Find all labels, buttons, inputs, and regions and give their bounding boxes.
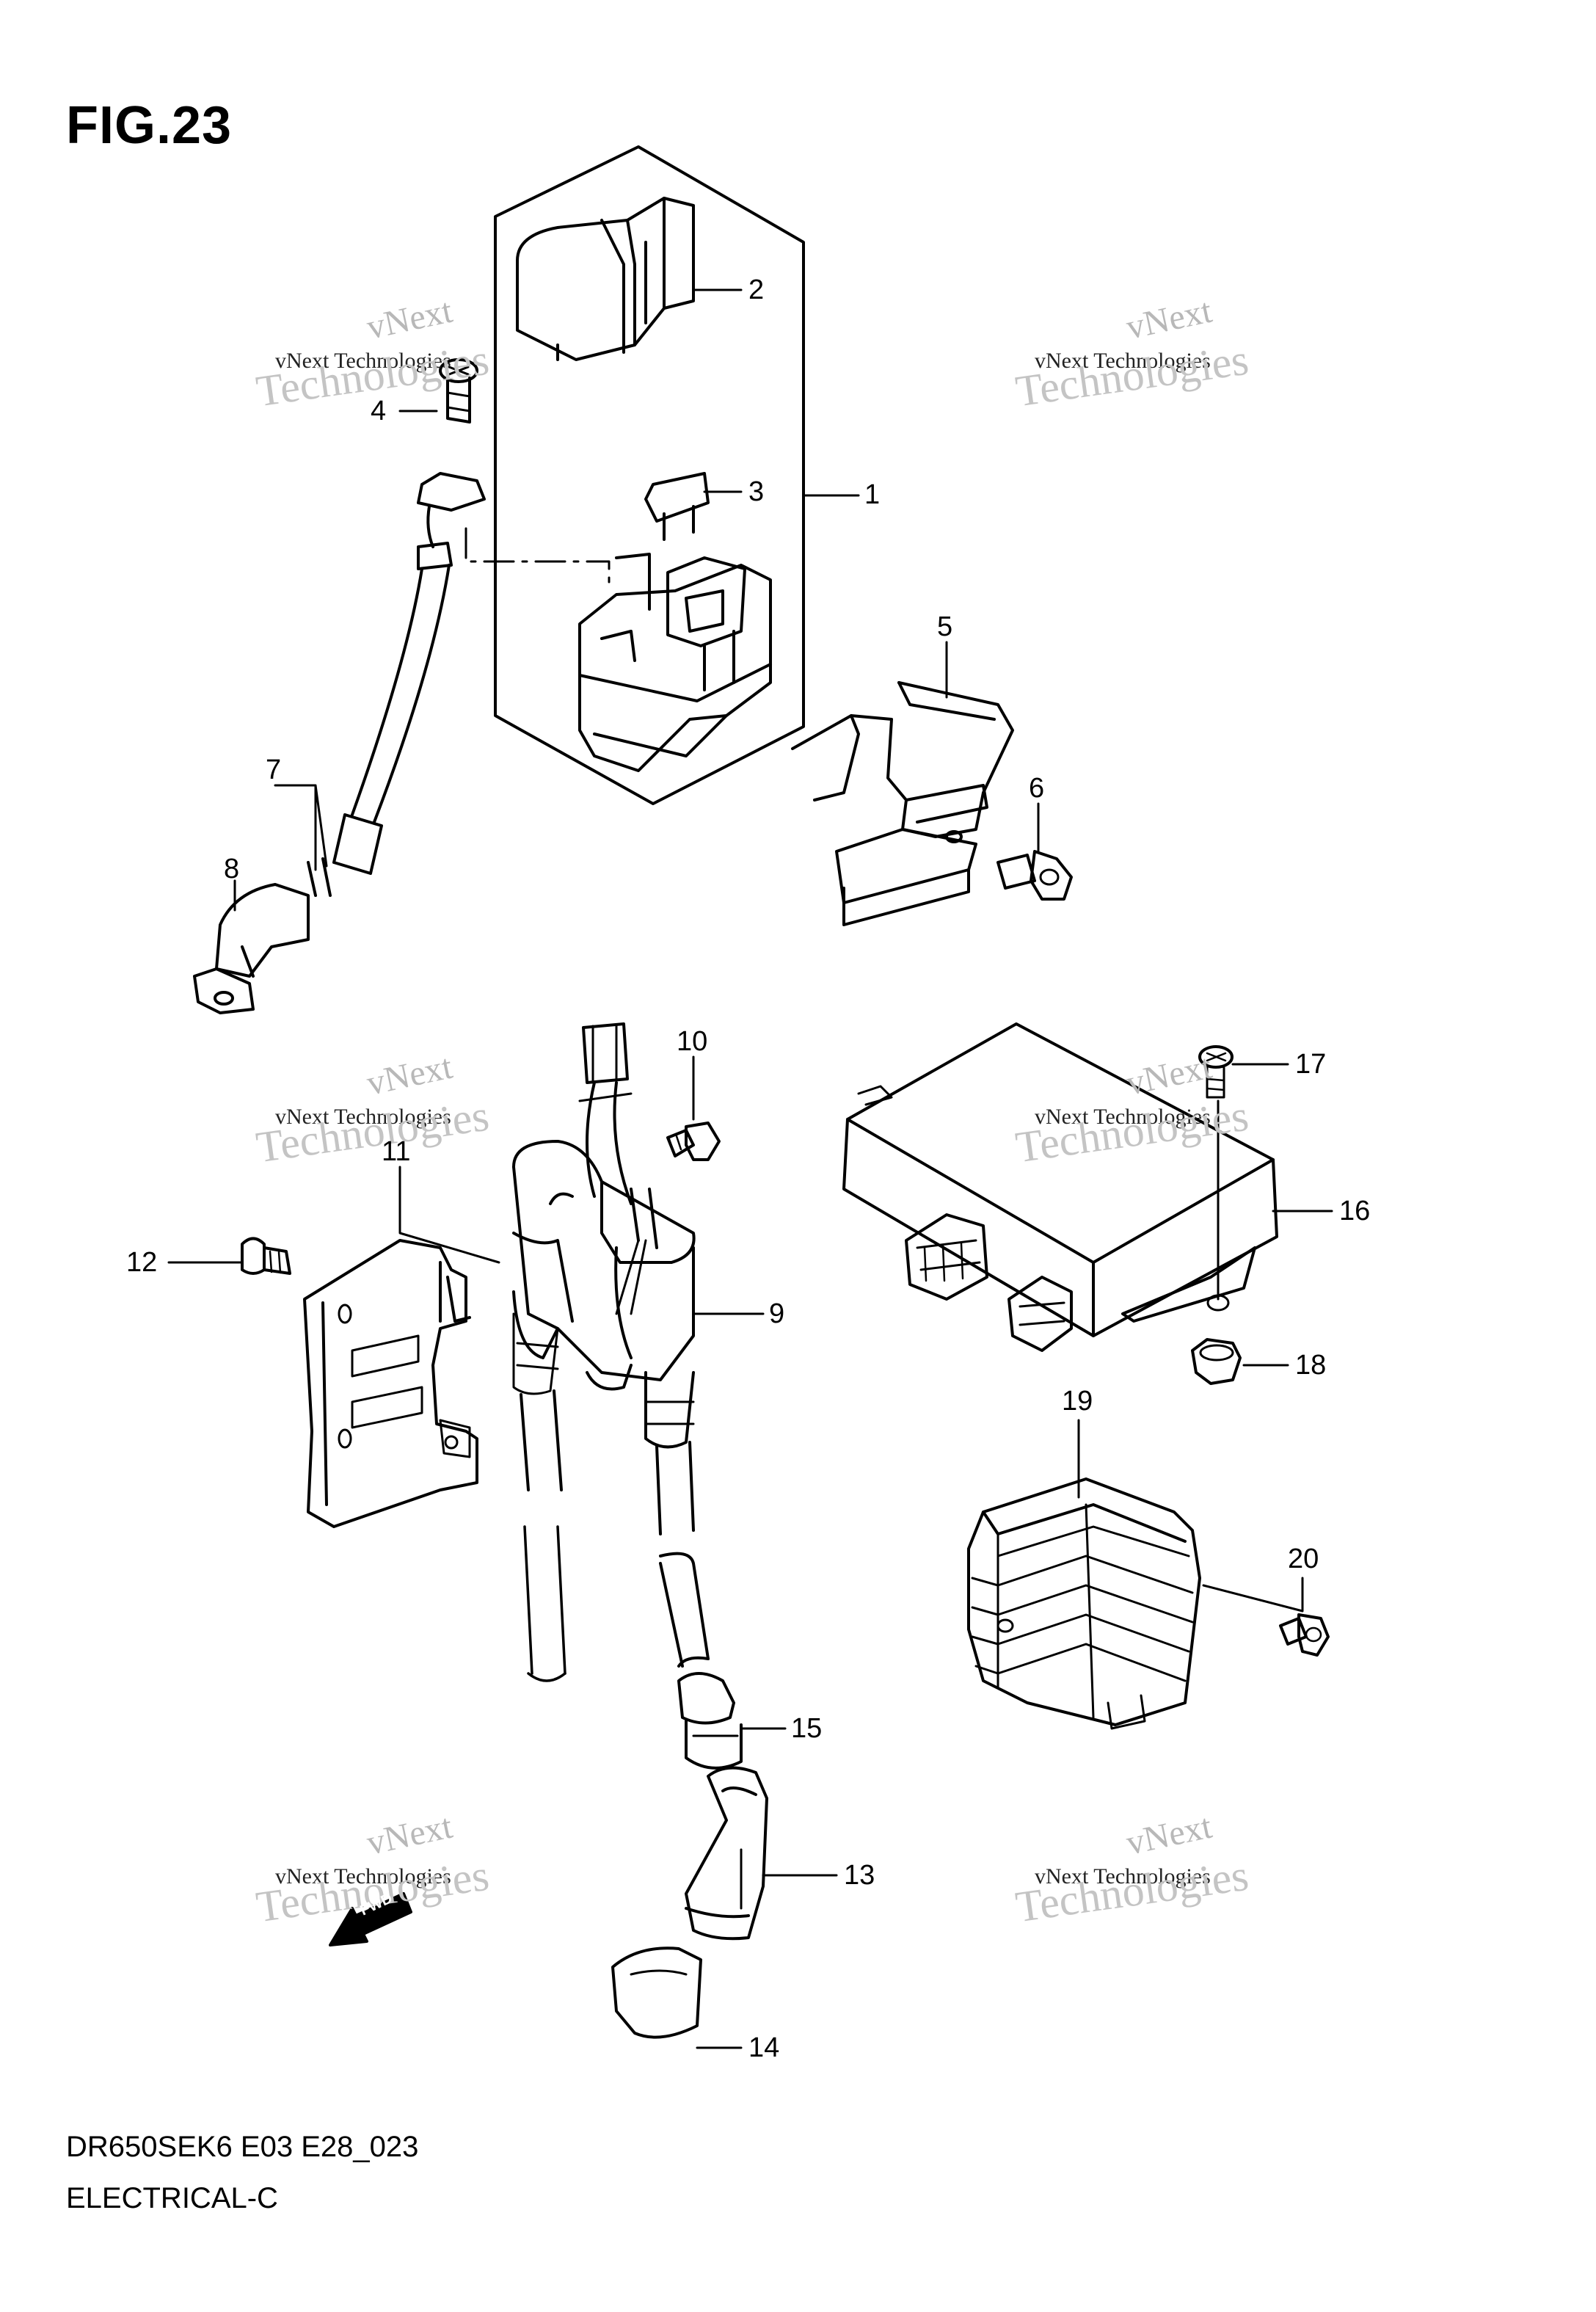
- regulator-rectifier: [967, 1477, 1201, 1730]
- plug-cap-13: [685, 1766, 768, 1941]
- callout-13: 13: [844, 1860, 875, 1891]
- callout-7: 7: [266, 755, 282, 785]
- callout-9: 9: [769, 1298, 785, 1329]
- coil-wiring: [578, 1022, 647, 1315]
- callout-16: 16: [1339, 1196, 1371, 1226]
- callout-4: 4: [371, 396, 387, 426]
- callout-12: 12: [126, 1247, 158, 1278]
- bolt-20: [1279, 1613, 1330, 1657]
- high-tension-lead: [520, 1389, 710, 1682]
- callout-19: 19: [1062, 1386, 1093, 1417]
- callout-1: 1: [864, 479, 881, 510]
- bolt-6: [996, 850, 1073, 901]
- callout-6: 6: [1029, 773, 1045, 804]
- screw-17: [1198, 1045, 1234, 1099]
- relay-bracket: [791, 681, 1014, 926]
- forward-arrow: [329, 1892, 412, 1946]
- cap-14: [611, 1946, 702, 2039]
- leader-lines: [167, 288, 1333, 2049]
- callout-17: 17: [1295, 1049, 1327, 1080]
- callout-2: 2: [748, 275, 765, 305]
- screw-4: [439, 358, 478, 423]
- section-name: ELECTRICAL-C: [66, 2182, 278, 2214]
- ignition-coil: [512, 1140, 696, 1449]
- coil-bracket: [303, 1239, 478, 1528]
- callout-15: 15: [791, 1713, 823, 1744]
- callout-10: 10: [677, 1026, 708, 1057]
- starter-relay: [578, 553, 772, 772]
- callout-18: 18: [1295, 1350, 1327, 1381]
- relay-cover: [516, 197, 695, 361]
- bolt-10: [666, 1122, 721, 1161]
- diagram-code: DR650SEK6 E03 E28_023: [66, 2131, 419, 2163]
- battery-cable: [193, 472, 486, 1014]
- nut-18: [1191, 1338, 1242, 1385]
- alignment-line: [464, 527, 611, 589]
- callout-20: 20: [1288, 1544, 1319, 1574]
- plug-cap-15: [677, 1672, 743, 1770]
- callout-14: 14: [748, 2032, 780, 2063]
- bolt-12: [241, 1237, 291, 1275]
- fuse: [644, 472, 710, 541]
- callout-8: 8: [224, 854, 240, 884]
- cdi-unit: [842, 1022, 1278, 1352]
- callout-3: 3: [748, 476, 765, 507]
- callout-11: 11: [382, 1136, 411, 1167]
- relay-assembly-outline: [494, 145, 805, 805]
- callout-5: 5: [937, 611, 953, 642]
- figure-title: FIG.23: [66, 96, 233, 155]
